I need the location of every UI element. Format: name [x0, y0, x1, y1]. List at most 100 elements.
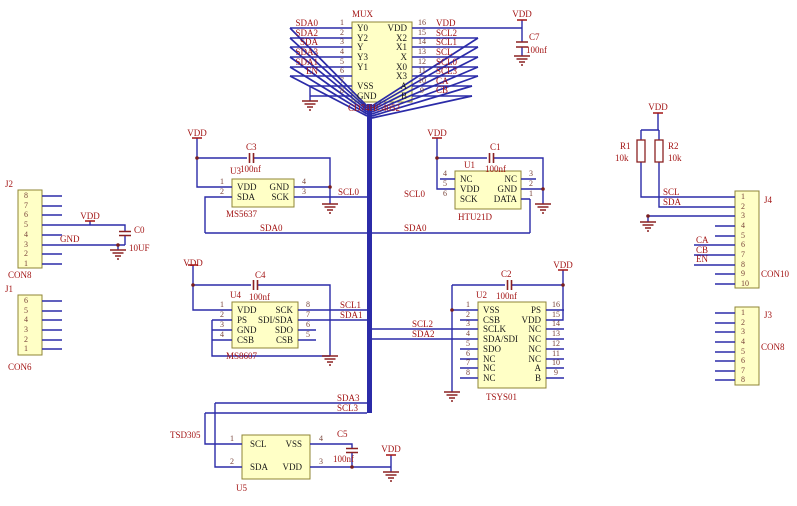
u5-pin-number: 3 [319, 457, 323, 466]
u1-pin-number: 5 [443, 179, 447, 188]
j4-pin-number: 6 [741, 240, 745, 249]
u1-pin-number: 1 [529, 189, 533, 198]
u2-pin-name: VSS [483, 305, 500, 315]
u2-pin-number: 12 [552, 339, 560, 348]
j4-pin-number: 5 [741, 231, 745, 240]
j2-power-label: VDD [80, 211, 100, 221]
u5-body [241, 434, 311, 480]
u5-pin-number: 4 [319, 434, 323, 443]
u2-pin-number: 16 [552, 300, 560, 309]
u2-pin-number: 14 [552, 319, 560, 328]
u3-pin-name: GND [269, 182, 290, 192]
c7-designator: C7 [529, 32, 540, 42]
u2-cap-value: 100nf [496, 291, 517, 301]
u3-body [231, 178, 295, 208]
u3-pin-name: SCK [271, 192, 289, 202]
u2-pin-number: 3 [466, 319, 470, 328]
mux-net-label: VDD [436, 18, 456, 28]
ground-c7 [514, 55, 530, 66]
u2-net-label: SDA2 [412, 329, 435, 339]
mux-net-label: SDA3 [295, 47, 318, 57]
ground-u1 [535, 203, 551, 214]
u4-designator: U4 [230, 290, 241, 300]
j4-net-label: EN [696, 254, 708, 264]
j2-cap-value: 10UF [129, 243, 150, 253]
u2-pin-name: NC [483, 354, 496, 364]
u4-net-label: SCL1 [340, 300, 362, 310]
pullups-power-label: VDD [648, 102, 668, 112]
u1-cap-value: 100nf [485, 164, 506, 174]
ground-u2 [444, 391, 460, 402]
u2-pin-name: A [534, 363, 542, 373]
mux-pin-number: 11 [418, 66, 426, 75]
ground-u5 [383, 471, 399, 482]
u2-cap-designator: C2 [501, 269, 512, 279]
j2-pin-number: 8 [24, 191, 28, 200]
u1-body [454, 170, 522, 210]
u4-pin-name: PS [237, 315, 248, 325]
u5-pin-name: SCL [250, 439, 267, 449]
u2-body [477, 301, 547, 389]
u2-net-label: SCL2 [412, 319, 434, 329]
u2-pin-number: 8 [466, 368, 470, 377]
resistor-symbols [636, 139, 664, 163]
mux-net-label: SDA1 [295, 57, 318, 67]
mux-net-label: SCL1 [436, 37, 458, 47]
mux-pin-number: 7 [340, 76, 344, 85]
u2-pin-number: 7 [466, 358, 470, 367]
u2-pin-number: 15 [552, 310, 560, 319]
j1-pin-number: 5 [24, 306, 28, 315]
pullups-res-designator: R1 [620, 141, 631, 151]
ground-j4 [640, 221, 656, 232]
u3-pin-number: 1 [220, 177, 224, 186]
u4-power-label: VDD [183, 258, 203, 268]
wire-layer [42, 20, 735, 472]
bus-fan-wires [289, 27, 479, 119]
j4-net-label: CB [696, 245, 709, 255]
j3-pin-number: 8 [741, 375, 745, 384]
mux-pin-number: 5 [340, 57, 344, 66]
mux-net-label: SDA2 [295, 28, 318, 38]
mux-pin-number: 4 [340, 47, 344, 56]
u5-cap-designator: C5 [337, 429, 348, 439]
pullups-res-designator: R2 [668, 141, 679, 151]
u4-pin-number: 3 [220, 320, 224, 329]
j3-pin-number: 2 [741, 318, 745, 327]
c7-value: 100nf [526, 45, 547, 55]
u4-value: MS8607 [226, 351, 258, 361]
mux-net-label: CB [436, 85, 449, 95]
mux-pin-number: 12 [418, 57, 426, 66]
j2-body [17, 189, 43, 269]
u3-pin-number: 2 [220, 187, 224, 196]
junction-dots [116, 156, 650, 469]
u2-pin-number: 4 [466, 329, 470, 338]
j2-pin-number: 3 [24, 240, 28, 249]
u2-pin-name: NC [528, 334, 541, 344]
u4-pin-name: CSB [237, 335, 255, 345]
u1-designator: U1 [464, 160, 475, 170]
u4-body [231, 301, 299, 349]
mux-designator: MUX [352, 9, 374, 19]
j4-designator: J4 [764, 195, 773, 205]
ground-mux [302, 100, 318, 111]
mux-pin-name: A [400, 81, 408, 91]
mux-net-label: CA [436, 76, 449, 86]
u2-pin-name: NC [528, 354, 541, 364]
u1-power-label: VDD [427, 128, 447, 138]
pullups-net-label: SDA [663, 197, 682, 207]
mux-net-label: SCL3 [436, 66, 458, 76]
u2-value: TSYS01 [486, 392, 518, 402]
mux-pin-number: 2 [340, 28, 344, 37]
mux-pin-number: 1 [340, 18, 344, 27]
u3-cap-value: 100nf [240, 164, 261, 174]
j3-pin-number: 6 [741, 356, 745, 365]
u1-net-label: SDA0 [404, 223, 427, 233]
u2-pin-name: NC [483, 363, 496, 373]
j4-pin-number: 4 [741, 221, 745, 230]
j1-value: CON6 [8, 362, 32, 372]
u1-pin-name: SCK [460, 194, 478, 204]
u4-pin-number: 8 [306, 300, 310, 309]
mux-value: CD74HC4052 [348, 103, 401, 113]
